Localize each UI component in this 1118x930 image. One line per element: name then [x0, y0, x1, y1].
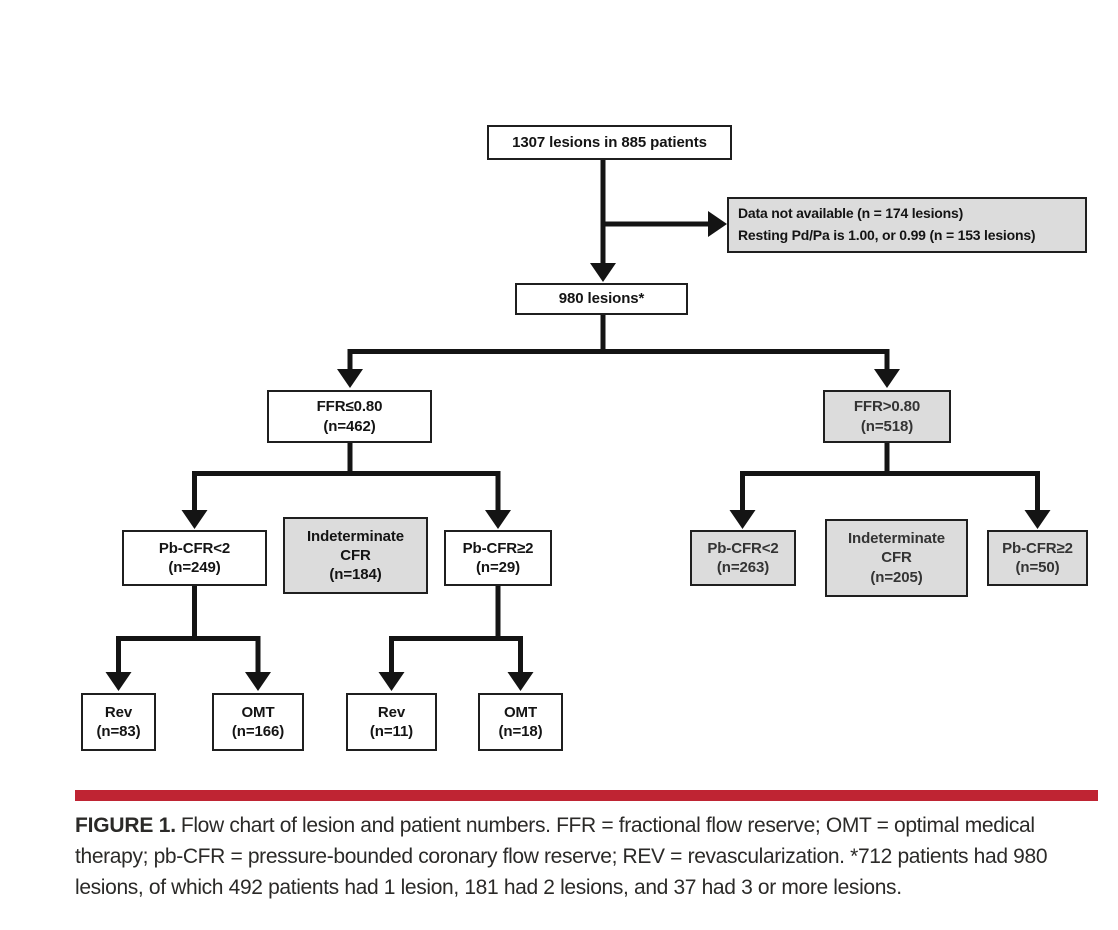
node-indeterminate-cfr-left-line2: CFR: [340, 546, 371, 564]
node-pb-cfr-lt2-right-line2: (n=263): [716, 559, 770, 576]
figure-caption: FIGURE 1.Flow chart of lesion and patien…: [75, 810, 1099, 903]
node-ffr-gt-080: FFR>0.80 (n=518): [823, 390, 951, 443]
node-indeterminate-cfr-right-line1: Indeterminate: [847, 530, 946, 548]
node-indeterminate-cfr-right-line2: CFR: [881, 549, 912, 567]
node-excluded-line1: Data not available (n = 174 lesions): [738, 205, 964, 222]
node-pb-cfr-ge2-left-line1: Pb-CFR≥2: [462, 539, 534, 557]
node-rev-11-line1: Rev: [377, 703, 406, 721]
node-excluded-line2: Resting Pd/Pa is 1.00, or 0.99 (n = 153 …: [738, 227, 1036, 243]
node-total-lesions: 1307 lesions in 885 patients: [487, 125, 732, 160]
node-pb-cfr-lt2-left: Pb-CFR<2 (n=249): [122, 530, 267, 586]
connector-lines: [116, 160, 1040, 673]
node-pb-cfr-ge2-right-line1: Pb-CFR≥2: [1002, 539, 1073, 557]
node-omt-166-line1: OMT: [241, 703, 275, 721]
node-indeterminate-cfr-left: Indeterminate CFR (n=184): [283, 517, 428, 594]
node-980-lesions: 980 lesions*: [515, 283, 688, 315]
node-indeterminate-cfr-right: Indeterminate CFR (n=205): [825, 519, 968, 597]
node-ffr-le-080: FFR≤0.80 (n=462): [267, 390, 432, 443]
node-ffr-gt-080-line1: FFR>0.80: [853, 398, 921, 416]
node-ffr-gt-080-line2: (n=518): [860, 417, 914, 435]
node-pb-cfr-lt2-right: Pb-CFR<2 (n=263): [690, 530, 796, 586]
node-omt-18-line1: OMT: [503, 703, 538, 721]
node-omt-166: OMT (n=166): [212, 693, 304, 751]
node-total-lesions-label: 1307 lesions in 885 patients: [512, 133, 707, 151]
node-ffr-le-080-line2: (n=462): [323, 417, 376, 435]
node-pb-cfr-lt2-left-line2: (n=249): [168, 559, 221, 576]
node-pb-cfr-lt2-left-line1: Pb-CFR<2: [158, 539, 231, 557]
node-pb-cfr-ge2-left-line2: (n=29): [476, 559, 520, 576]
node-rev-83-line2: (n=83): [96, 723, 141, 740]
node-indeterminate-cfr-right-line3: (n=205): [870, 568, 923, 586]
node-rev-83-line1: Rev: [104, 703, 133, 721]
node-excluded: Data not available (n = 174 lesions) Res…: [727, 197, 1087, 253]
figure-caption-label: FIGURE 1.: [75, 814, 176, 837]
node-pb-cfr-ge2-left: Pb-CFR≥2 (n=29): [444, 530, 552, 586]
node-omt-18-line2: (n=18): [498, 723, 543, 740]
node-omt-166-line2: (n=166): [231, 723, 285, 740]
node-rev-83: Rev (n=83): [81, 693, 156, 751]
node-980-lesions-label: 980 lesions*: [558, 290, 645, 308]
node-omt-18: OMT (n=18): [478, 693, 563, 751]
node-indeterminate-cfr-left-line1: Indeterminate: [306, 527, 405, 545]
node-indeterminate-cfr-left-line3: (n=184): [329, 566, 382, 584]
node-ffr-le-080-line1: FFR≤0.80: [316, 398, 383, 416]
node-pb-cfr-lt2-right-line1: Pb-CFR<2: [707, 539, 779, 557]
node-pb-cfr-ge2-right-line2: (n=50): [1015, 559, 1060, 576]
node-rev-11: Rev (n=11): [346, 693, 437, 751]
figure-caption-text: Flow chart of lesion and patient numbers…: [75, 814, 1048, 899]
node-rev-11-line2: (n=11): [369, 723, 414, 740]
figure-separator-rule: [75, 790, 1098, 801]
node-pb-cfr-ge2-right: Pb-CFR≥2 (n=50): [987, 530, 1088, 586]
